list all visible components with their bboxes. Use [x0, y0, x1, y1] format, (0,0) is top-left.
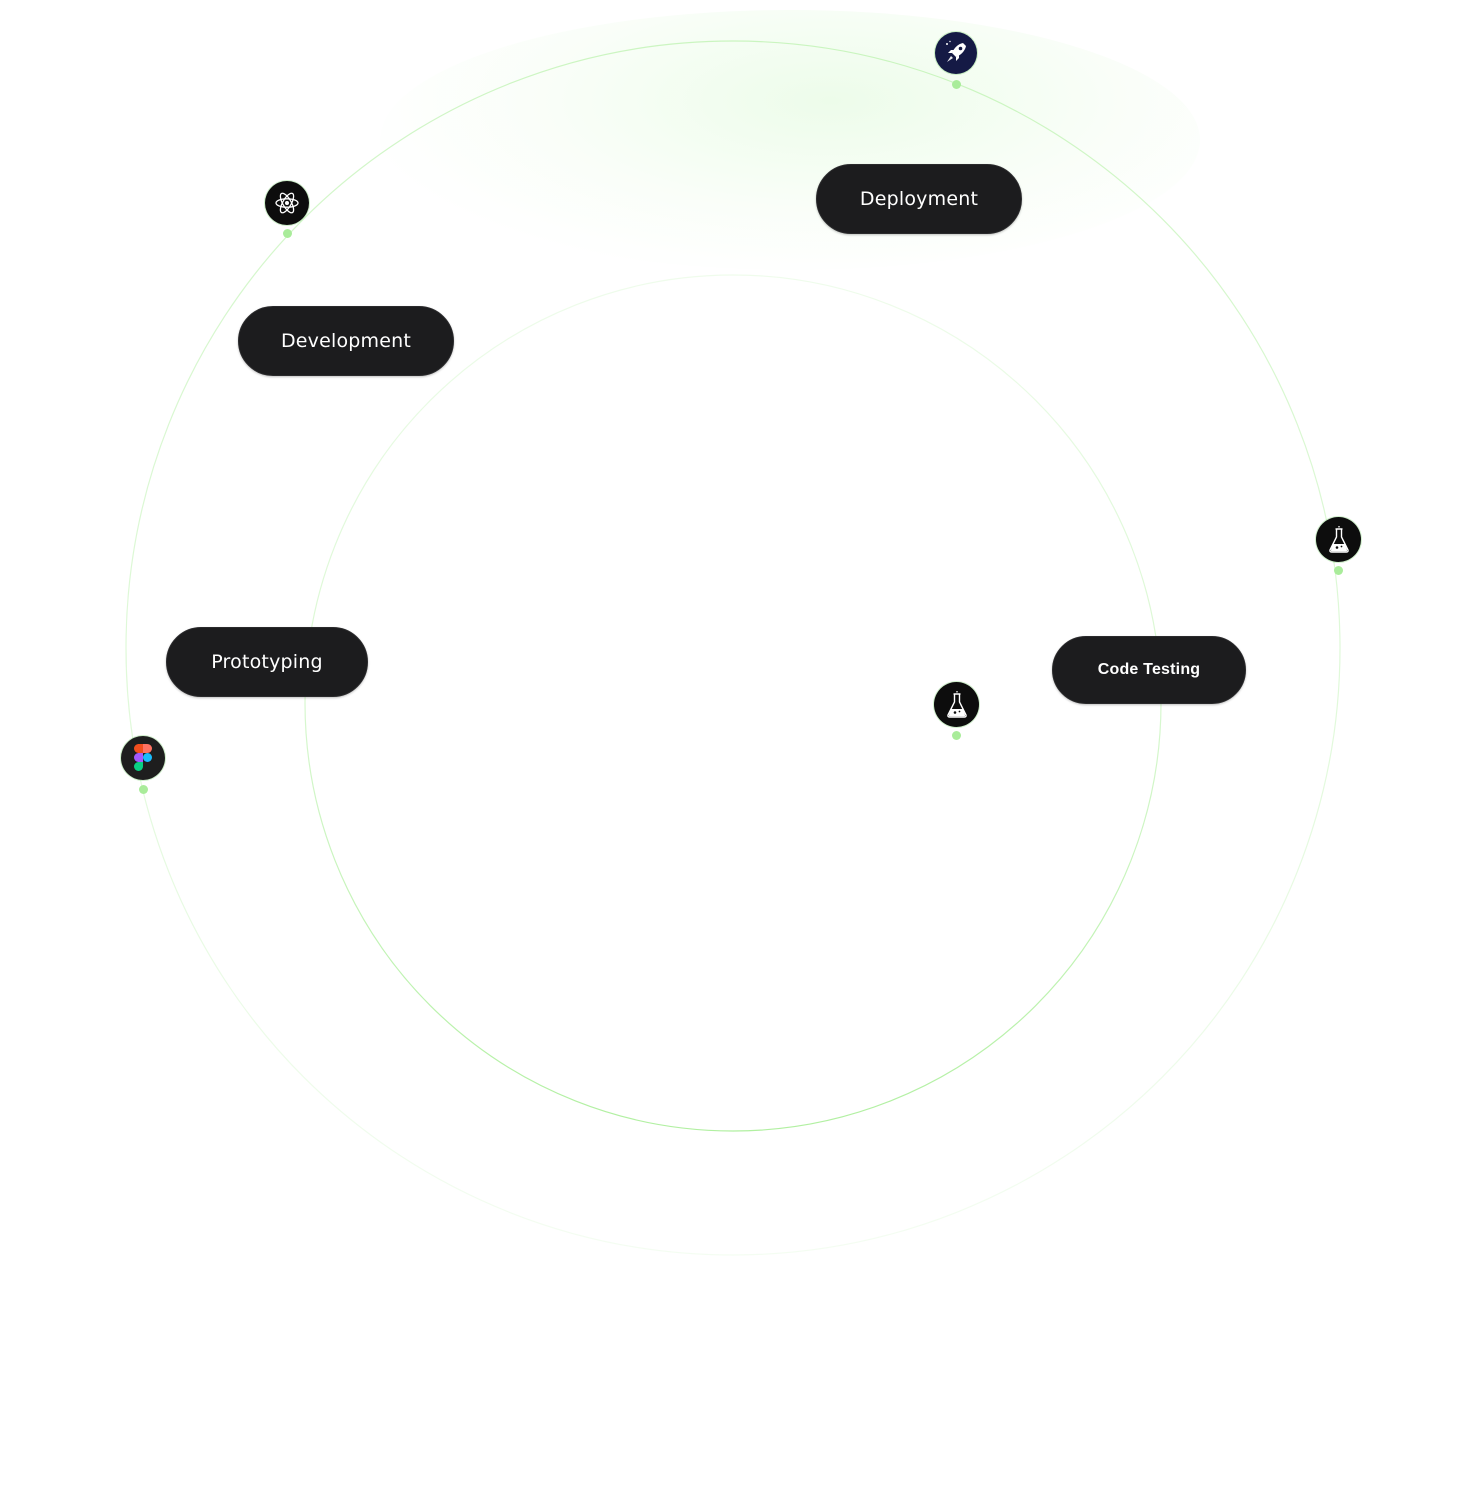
deployment-stage-button[interactable]: Deployment — [816, 164, 1022, 234]
flask-outer-node-dot — [1334, 566, 1343, 575]
flask-icon[interactable] — [934, 682, 979, 727]
figma-icon[interactable] — [121, 736, 165, 780]
development-label: Development — [280, 330, 412, 352]
development-stage-button[interactable]: Development — [238, 306, 454, 376]
react-node-dot — [283, 229, 292, 238]
code-testing-stage-button[interactable]: Code Testing — [1052, 636, 1246, 704]
prototyping-label: Prototyping — [211, 651, 323, 673]
flask-node-dot — [952, 731, 961, 740]
deployment-label: Deployment — [859, 188, 979, 210]
react-atom-icon[interactable] — [265, 181, 309, 225]
outer-orbit — [125, 40, 1341, 1256]
flask-icon[interactable] — [1316, 517, 1361, 562]
inner-orbit — [304, 274, 1162, 1132]
prototyping-stage-button[interactable]: Prototyping — [166, 627, 368, 697]
code-testing-label: Code Testing — [1097, 661, 1201, 678]
rocket-icon[interactable] — [935, 32, 977, 74]
rocket-node-dot — [952, 80, 961, 89]
figma-node-dot — [139, 785, 148, 794]
